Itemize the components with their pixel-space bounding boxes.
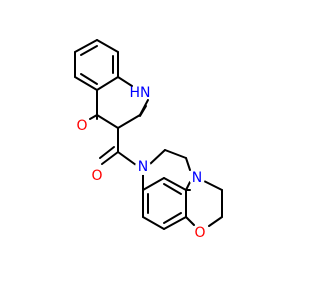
bond (163, 216, 187, 230)
bond (142, 177, 165, 191)
bond (101, 151, 119, 165)
bond (80, 45, 98, 56)
atom-label-n1: HN (129, 85, 150, 101)
bond (117, 151, 137, 166)
bond (96, 39, 119, 53)
bond (99, 146, 115, 159)
atom-layer: HN O O N N O (74, 84, 208, 241)
bond (80, 73, 98, 85)
bond (96, 114, 119, 129)
atom-background (192, 225, 208, 241)
atom-label-n-amide: N (138, 159, 148, 175)
bond (149, 149, 166, 165)
bond (139, 105, 147, 117)
bond (163, 212, 182, 224)
bond (89, 114, 98, 120)
bond (96, 76, 119, 91)
bond (185, 216, 195, 226)
atom-label-o-ketone: O (76, 118, 87, 134)
atom-background (74, 118, 90, 134)
atom-label-o-carbonyl: O (91, 168, 102, 184)
bond (163, 177, 187, 191)
bond (208, 216, 223, 227)
bond-layer (74, 39, 223, 230)
bond (164, 149, 187, 159)
bond (117, 114, 141, 129)
bond (74, 76, 98, 91)
atom-background (89, 168, 105, 184)
atom-label-n-ring: N (192, 170, 202, 186)
bond (117, 76, 133, 87)
molecule-structure: HN O O N N O (74, 39, 223, 241)
atom-background (135, 159, 151, 175)
bond (142, 216, 165, 230)
bond (185, 157, 191, 171)
atom-background (189, 170, 205, 186)
atom-label-o-ether: O (194, 225, 205, 241)
bond (74, 39, 98, 53)
bond (163, 183, 182, 195)
atom-background (131, 84, 149, 102)
bond (201, 179, 223, 191)
